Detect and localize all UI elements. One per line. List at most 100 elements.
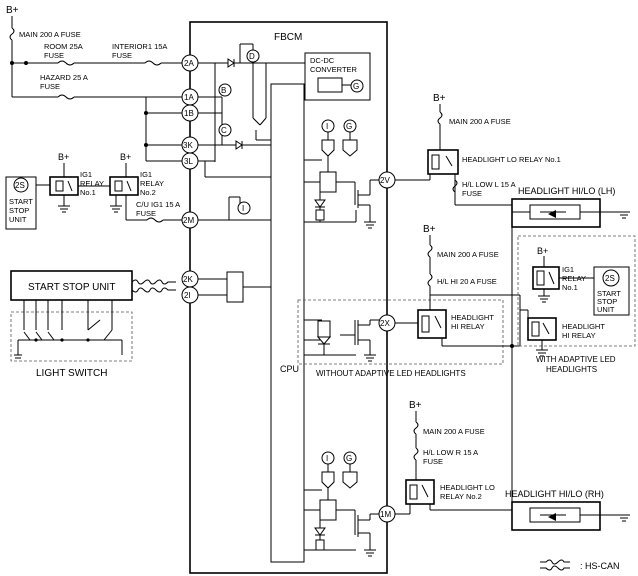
bplus-lo-relay2: B+: [409, 400, 422, 411]
dcdc-label-1: DC-DC: [310, 56, 335, 65]
start-stop-unit-box: [10, 270, 133, 301]
hl-low-r-fuse-symbol: [413, 447, 419, 461]
headlight-hi-relay-label-2: HI RELAY: [451, 322, 485, 331]
ig1-adaptive-label-1: IG1: [562, 265, 574, 274]
bplus-lo-relay1: B+: [433, 93, 446, 104]
terminal-1A: 1A: [181, 88, 199, 106]
svg-text:START: START: [597, 289, 621, 298]
headlight-lo-relay-1-label: HEADLIGHT LO RELAY No.1: [462, 155, 561, 164]
headlight-lo-relay-2-label-2: RELAY No.2: [440, 492, 482, 501]
hazard-fuse-symbol: [57, 94, 75, 100]
gate-lower-1: [321, 471, 335, 489]
headlight-lo-relay-1-box: [427, 149, 459, 175]
svg-text:2I: 2I: [184, 291, 191, 300]
cpu-label: CPU: [280, 364, 299, 374]
hl-hi-fuse-symbol: [427, 273, 433, 287]
hs-can-twist-1: [131, 279, 176, 285]
main-fuse-hi-label: MAIN 200 A FUSE: [437, 250, 499, 259]
marker-g-dcdc: [350, 79, 364, 93]
headlight-lo-relay-2-box: [405, 479, 435, 505]
svg-text:UNIT: UNIT: [9, 215, 27, 224]
terminal-1M: 1M: [378, 505, 396, 523]
dcdc-inner-box: [317, 77, 343, 93]
hl-hi-fuse-label: H/L HI 20 A FUSE: [437, 277, 497, 286]
interior-fuse-label-2: FUSE: [112, 51, 132, 60]
svg-text:D: D: [249, 52, 255, 61]
start-stop-unit-adaptive: 2S START STOP UNIT: [593, 266, 630, 316]
terminal-2A: 2A: [181, 54, 199, 72]
hazard-fuse-label-1: HAZARD 25 A: [40, 73, 88, 82]
marker-g-upper: G: [343, 119, 357, 133]
hs-can-legend-label: : HS-CAN: [580, 561, 620, 571]
main-fuse-lo2-label: MAIN 200 A FUSE: [423, 427, 485, 436]
headlight-hilo-lh-label: HEADLIGHT HI/LO (LH): [518, 186, 615, 196]
diode-symbol: [227, 58, 235, 68]
can-transceiver-box: [226, 271, 244, 303]
ig1-relay-1-box: [49, 176, 79, 196]
cpu-box: [270, 83, 305, 563]
light-switch-label: LIGHT SWITCH: [36, 368, 107, 379]
room-fuse-symbol: [57, 60, 75, 66]
start-stop-unit-small: 2S START STOP UNIT: [5, 176, 37, 230]
marker-b: B: [218, 83, 232, 97]
marker-g-lower: G: [343, 451, 357, 465]
terminal-1B: 1B: [181, 104, 199, 122]
driver-upper-box: [319, 171, 337, 193]
main-fuse-hi-symbol: [427, 244, 433, 258]
driver-lower-box: [319, 499, 337, 521]
svg-text:2X: 2X: [380, 319, 390, 328]
room-fuse-label-2: FUSE: [44, 51, 64, 60]
with-adaptive-box: [517, 235, 636, 347]
svg-text:3L: 3L: [184, 157, 193, 166]
ig1-relay2-label-2: RELAY: [140, 179, 164, 188]
svg-text:2M: 2M: [183, 216, 194, 225]
hs-can-twist-2: [131, 287, 176, 293]
hl-low-l-fuse-label-1: H/L LOW L 15 A: [462, 180, 516, 189]
marker-i-upper: I: [321, 119, 335, 133]
start-stop-unit-label: START STOP UNIT: [28, 282, 115, 293]
terminal-3K: 3K: [181, 136, 199, 154]
headlight-hilo-rh-label: HEADLIGHT HI/LO (RH): [505, 489, 604, 499]
headlight-hi-adaptive-label-2: HI RELAY: [562, 331, 596, 340]
fbcm-label: FBCM: [274, 32, 302, 43]
ig1-relay1-label-3: No.1: [80, 188, 96, 197]
cu-fuse-symbol: [146, 217, 164, 223]
with-adaptive-label-1: WITH ADAPTIVE LED: [536, 355, 616, 364]
bplus-relay1: B+: [58, 152, 69, 162]
ig1-relay1-label-1: IG1: [80, 170, 92, 179]
svg-text:2A: 2A: [184, 59, 194, 68]
without-adaptive-label: WITHOUT ADAPTIVE LED HEADLIGHTS: [316, 369, 466, 378]
hazard-fuse-label-2: FUSE: [40, 82, 60, 91]
svg-text:2S: 2S: [15, 181, 25, 190]
svg-text:I: I: [326, 122, 328, 131]
terminal-2M: 2M: [181, 211, 199, 229]
ig1-relay2-label-1: IG1: [140, 170, 152, 179]
ig1-relay1-label-2: RELAY: [80, 179, 104, 188]
bplus-adaptive: B+: [537, 246, 548, 256]
with-adaptive-label-2: HEADLIGHTS: [546, 365, 597, 374]
interior-fuse-symbol: [144, 60, 162, 66]
main-fuse-label: MAIN 200 A FUSE: [19, 30, 81, 39]
headlight-hi-relay-label-1: HEADLIGHT: [451, 313, 494, 322]
terminal-2I: 2I: [181, 286, 199, 304]
svg-text:1A: 1A: [184, 93, 194, 102]
marker-c: C: [218, 123, 232, 137]
svg-text:G: G: [346, 454, 352, 463]
marker-g-dcdc-text: G: [353, 82, 359, 91]
hl-low-r-fuse-label-1: H/L LOW R 15 A: [423, 448, 478, 457]
bplus-hi-relay: B+: [423, 224, 436, 235]
without-adaptive-box: [297, 299, 504, 365]
svg-text:START: START: [9, 197, 33, 206]
main-fuse-lo1-symbol: [437, 111, 443, 125]
main-fuse-lo2-symbol: [413, 421, 419, 435]
bplus-relay2: B+: [120, 152, 131, 162]
terminal-2X: 2X: [378, 314, 396, 332]
terminal-2V: 2V: [378, 171, 396, 189]
interior-fuse-label-1: INTERIOR1 15A: [112, 42, 167, 51]
hs-can-legend-symbol-1: [540, 559, 570, 565]
bplus-top-left: B+: [6, 5, 19, 16]
svg-text:1M: 1M: [380, 510, 391, 519]
headlight-hi-adaptive-label-1: HEADLIGHT: [562, 322, 605, 331]
marker-d: D: [246, 49, 260, 63]
